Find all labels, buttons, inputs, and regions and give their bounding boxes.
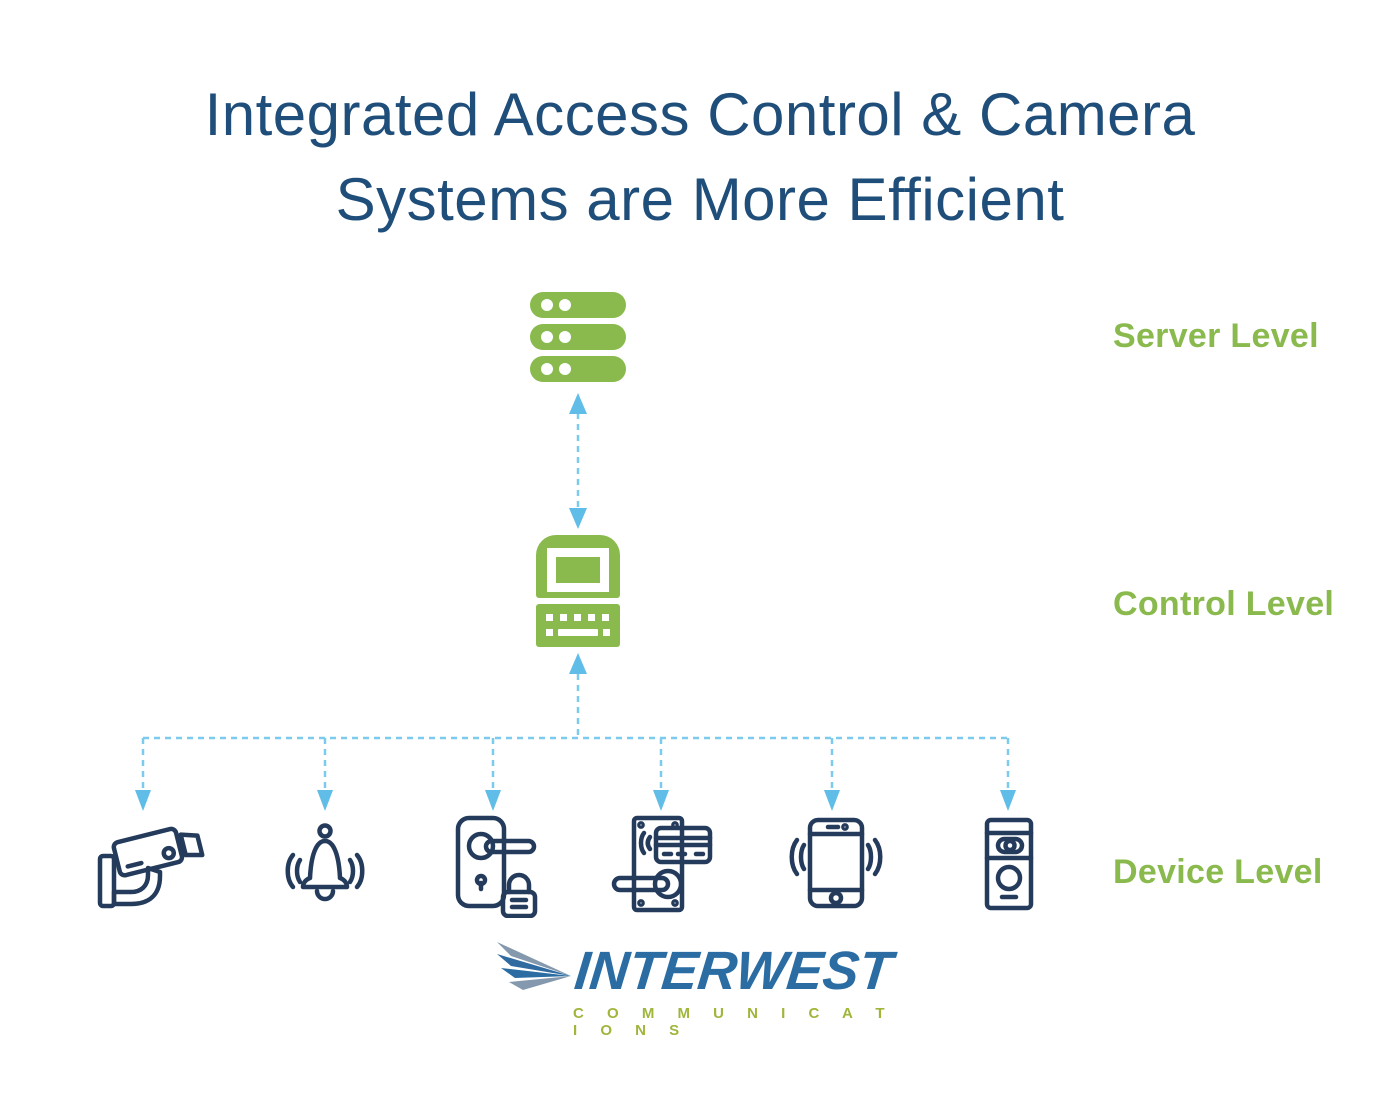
key — [574, 614, 581, 621]
key — [560, 614, 567, 621]
space-bar-key — [558, 629, 598, 636]
key — [603, 629, 610, 636]
logo-tagline: C O M M U N I C A T I O N S — [573, 1005, 895, 1039]
key — [602, 614, 609, 621]
server-bar — [530, 356, 626, 382]
alarm-bell-icon — [270, 808, 380, 918]
server-led — [559, 299, 571, 311]
control-level-label: Control Level — [1113, 585, 1335, 623]
logo-row: INTERWEST — [495, 941, 915, 1001]
page-title-line2: Systems are More Efficient — [335, 166, 1065, 234]
control-screen-inner — [556, 557, 600, 583]
key — [588, 614, 595, 621]
device-level-label: Device Level — [1113, 853, 1323, 891]
cctv-camera-icon — [93, 806, 215, 918]
page-title: Integrated Access Control & Camera Syste… — [0, 72, 1400, 242]
key — [546, 614, 553, 621]
control-keyboard — [536, 604, 620, 647]
card-reader-lock-icon — [606, 808, 718, 918]
page-title-line1: Integrated Access Control & Camera — [204, 81, 1196, 148]
server-led — [541, 331, 553, 343]
server-level-label: Server Level — [1113, 317, 1319, 355]
server-bar — [530, 292, 626, 318]
server-led — [559, 363, 571, 375]
interwest-logo: INTERWEST C O M M U N I C A T I O N S — [495, 941, 915, 1039]
logo-name: INTERWEST — [571, 941, 896, 1001]
control-panel-icon — [536, 535, 620, 647]
server-led — [541, 363, 553, 375]
control-monitor — [536, 535, 620, 598]
video-doorbell-icon — [953, 808, 1063, 918]
control-screen — [547, 548, 609, 592]
server-led — [559, 331, 571, 343]
logo-swoosh-icon — [497, 942, 571, 990]
server-bar — [530, 324, 626, 350]
door-handle-lock-icon — [440, 808, 550, 918]
key — [546, 629, 553, 636]
server-led — [541, 299, 553, 311]
server-stack-icon — [530, 292, 626, 388]
smartphone-icon — [777, 808, 887, 918]
